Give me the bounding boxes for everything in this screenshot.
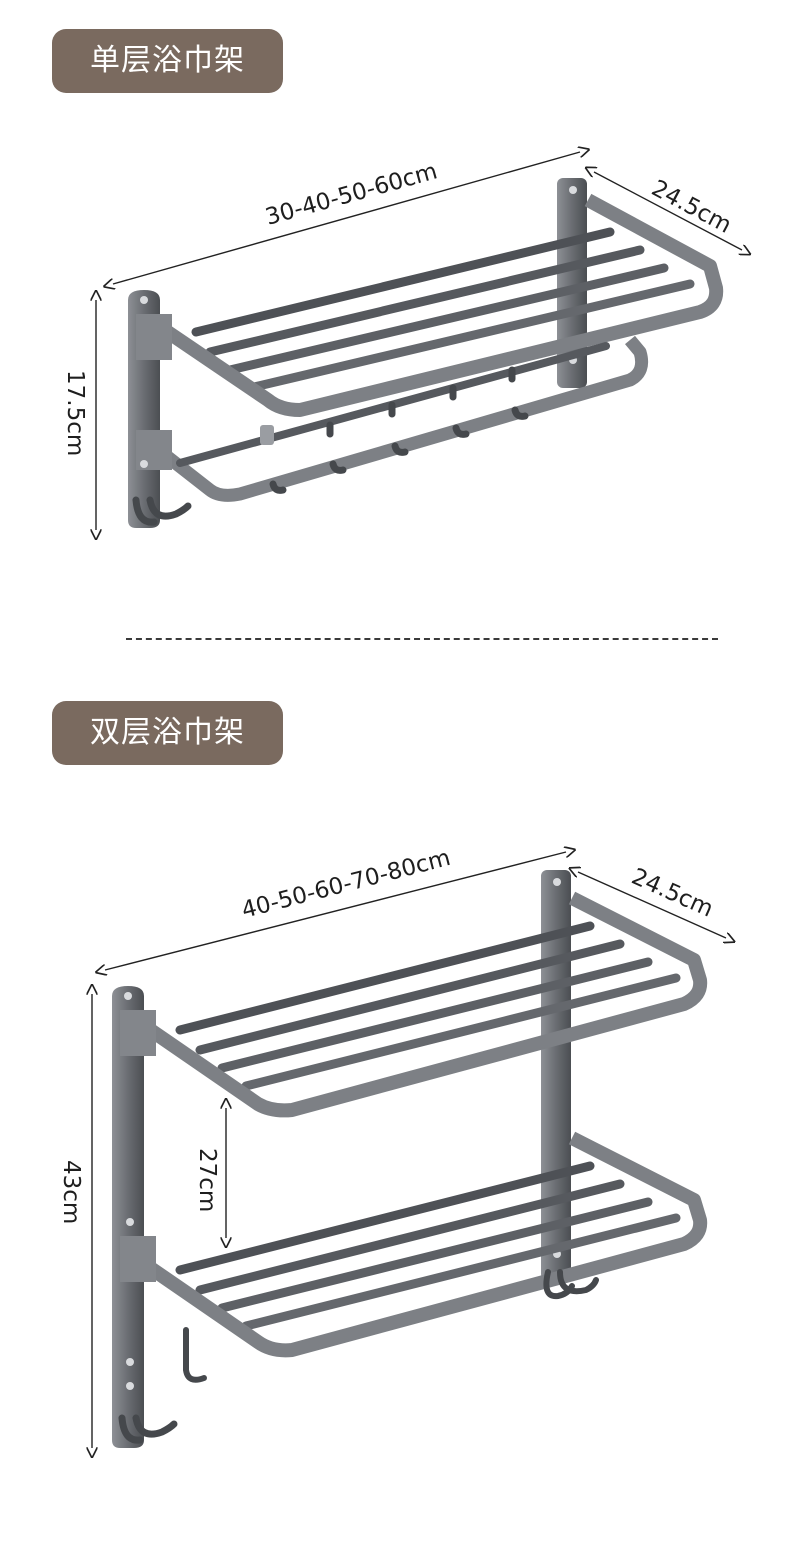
top-shelf-rails	[191, 227, 695, 393]
hook-row	[269, 366, 529, 494]
upper-shelf-frame	[132, 891, 708, 1118]
height-label: 43cm	[58, 1160, 84, 1224]
lower-shelf-rails	[175, 1161, 681, 1331]
single-rack-diagram: 30-40-50-60cm 24.5cm 17.5cm	[62, 100, 790, 660]
upper-shelf-rails	[175, 921, 681, 1091]
section-divider	[126, 638, 718, 640]
height-label: 17.5cm	[62, 370, 88, 456]
dimension-lines	[96, 152, 742, 530]
lower-shelf-frame	[132, 1131, 708, 1358]
width-label: 30-40-50-60cm	[263, 158, 441, 230]
front-bracket	[112, 986, 178, 1448]
front-bracket	[128, 290, 192, 528]
width-label: 40-50-60-70-80cm	[239, 845, 453, 924]
section-title-double: 双层浴巾架	[52, 701, 283, 765]
hook-row	[183, 1269, 599, 1383]
dimension-lines	[92, 852, 726, 1448]
top-shelf-frame	[146, 193, 724, 417]
shelf-gap-label: 27cm	[194, 1148, 220, 1212]
double-rack-diagram: 40-50-60-70-80cm 24.5cm 43cm 27cm	[58, 845, 790, 1556]
section-title-single: 单层浴巾架	[52, 29, 283, 93]
